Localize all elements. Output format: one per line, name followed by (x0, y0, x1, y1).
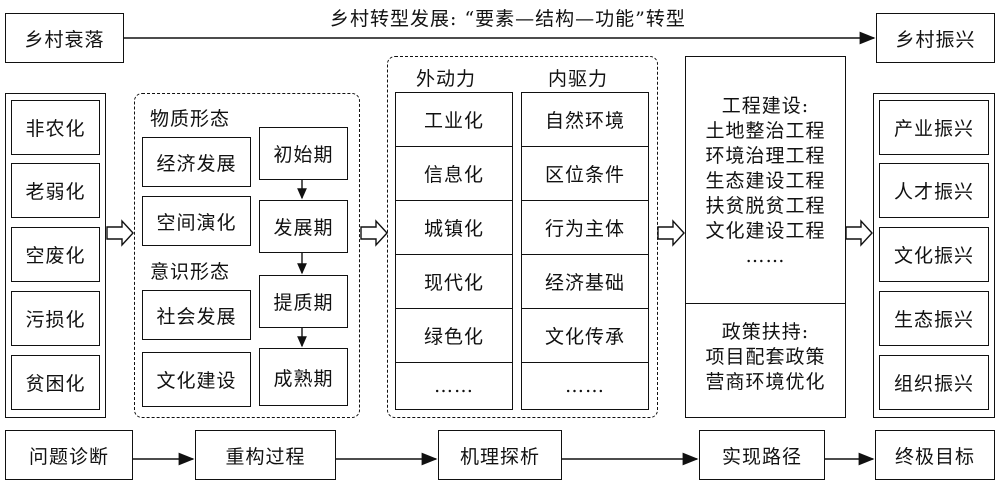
problem-item: 污损化 (11, 291, 100, 346)
path-outer (685, 56, 846, 418)
path-divider (685, 303, 846, 304)
bottom-stage: 问题诊断 (5, 430, 133, 480)
stage-box: 成熟期 (259, 348, 348, 406)
restructure-group (134, 93, 360, 418)
goal-item: 组织振兴 (879, 355, 989, 410)
engineering-item: 文化建设工程 (705, 220, 826, 242)
material-item: 经济发展 (142, 137, 251, 187)
policy-title: 政策扶持: (721, 321, 810, 343)
engineering-block: 工程建设: 土地整治工程 环境治理工程 生态建设工程 扶贫脱贫工程 文化建设工程… (686, 94, 845, 269)
problem-item: 空废化 (11, 227, 100, 282)
stage-box: 提质期 (259, 275, 348, 328)
external-item: …… (395, 362, 513, 410)
engineering-item: …… (745, 245, 786, 267)
consciousness-item: 文化建设 (142, 352, 251, 407)
internal-item: 区位条件 (521, 146, 649, 201)
internal-item: 经济基础 (521, 254, 649, 309)
mechanism-group (387, 56, 658, 418)
stage-box: 初始期 (259, 127, 348, 180)
external-item: 现代化 (395, 254, 513, 309)
external-item: 信息化 (395, 146, 513, 201)
rural-revitalization-box: 乡村振兴 (876, 13, 995, 63)
stage-box: 发展期 (259, 200, 348, 253)
block-arrow-4 (845, 219, 873, 247)
external-label: 外动力 (416, 68, 477, 90)
goal-item: 人才振兴 (879, 163, 989, 218)
policy-item: 营商环境优化 (705, 371, 826, 393)
material-label: 物质形态 (150, 108, 231, 130)
engineering-item: 生态建设工程 (705, 170, 826, 192)
external-item: 工业化 (395, 92, 513, 147)
engineering-item: 扶贫脱贫工程 (705, 195, 826, 217)
consciousness-label: 意识形态 (150, 261, 231, 283)
goal-item: 生态振兴 (879, 291, 989, 346)
bottom-stage: 终极目标 (875, 430, 995, 480)
block-arrow-2 (360, 219, 388, 247)
problem-item: 老弱化 (11, 163, 100, 218)
consciousness-item: 社会发展 (142, 290, 251, 340)
policy-item: 项目配套政策 (705, 346, 826, 368)
bottom-stage: 实现路径 (699, 430, 825, 480)
external-item: 绿色化 (395, 308, 513, 363)
goal-item: 产业振兴 (879, 100, 989, 155)
policy-block: 政策扶持: 项目配套政策 营商环境优化 (686, 320, 845, 395)
block-arrow-3 (657, 219, 685, 247)
engineering-item: 土地整治工程 (705, 120, 826, 142)
material-item: 空间演化 (142, 196, 251, 246)
internal-item: …… (521, 362, 649, 410)
internal-item: 自然环境 (521, 92, 649, 147)
problem-item: 非农化 (11, 100, 100, 155)
external-item: 城镇化 (395, 200, 513, 255)
bottom-stage: 机理探析 (438, 430, 562, 480)
internal-label: 内驱力 (548, 68, 609, 90)
problem-item: 贫困化 (11, 355, 100, 410)
rural-decline-box: 乡村衰落 (5, 13, 124, 63)
internal-item: 文化传承 (521, 308, 649, 363)
bottom-stage: 重构过程 (195, 430, 336, 480)
engineering-item: 环境治理工程 (705, 145, 826, 167)
top-caption: 乡村转型发展: “要素—结构—功能”转型 (330, 8, 686, 30)
goal-item: 文化振兴 (879, 227, 989, 282)
engineering-title: 工程建设: (721, 95, 810, 117)
block-arrow-1 (106, 219, 134, 247)
internal-item: 行为主体 (521, 200, 649, 255)
